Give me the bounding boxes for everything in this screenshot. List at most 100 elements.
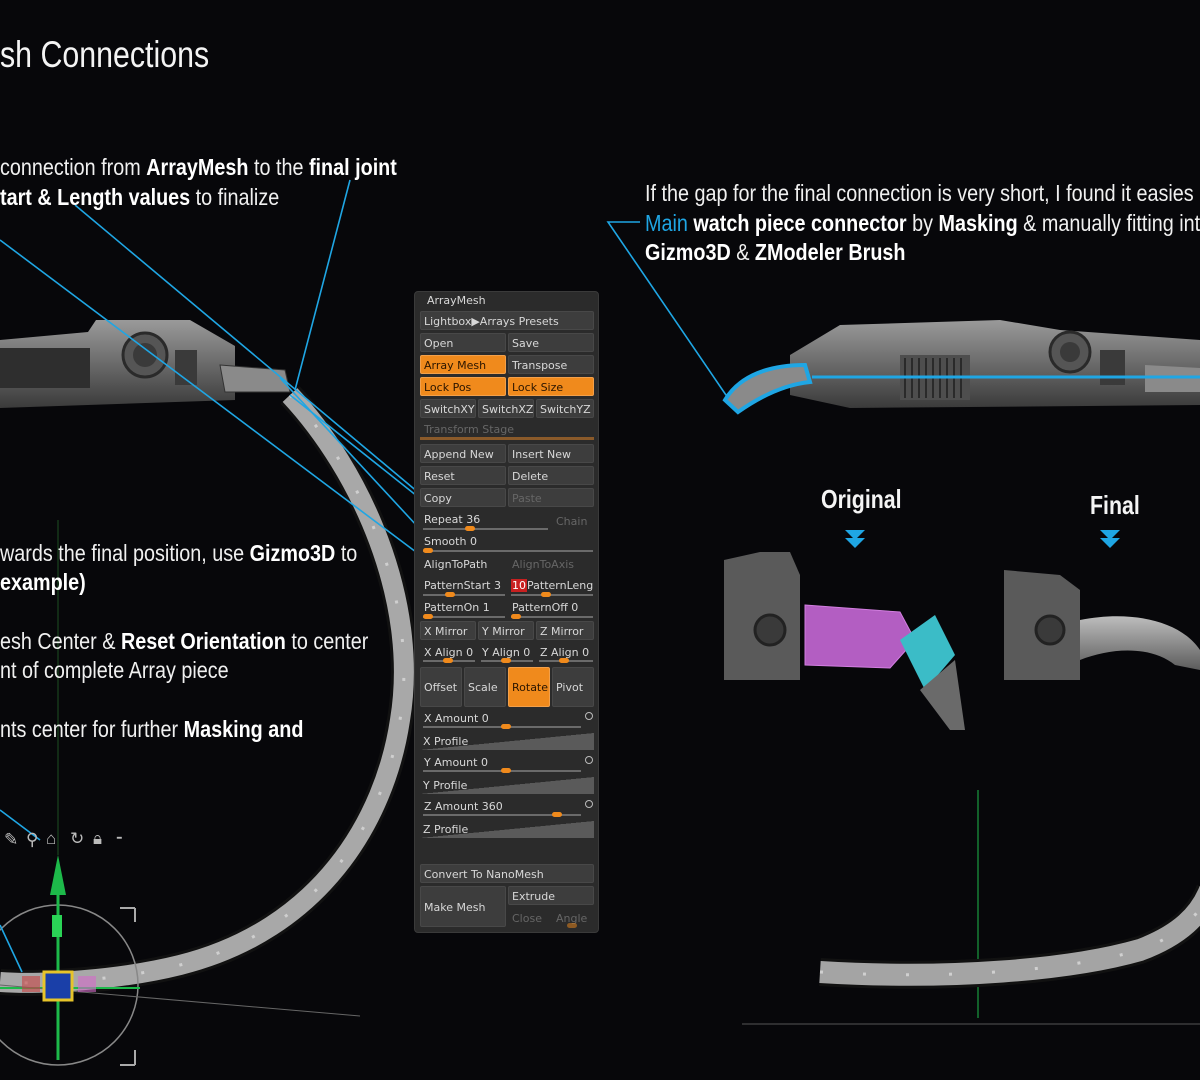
transpose-button[interactable]: Transpose (508, 355, 594, 374)
z-align-slider[interactable]: Z Align 0 (540, 646, 590, 659)
repeat-slider[interactable]: Repeat 36 (424, 513, 481, 526)
switch-xz-button[interactable]: SwitchXZ (478, 399, 534, 418)
pattern-off-knob[interactable] (511, 614, 521, 619)
insert-new-button[interactable]: Insert New (508, 444, 594, 463)
y-amount-circle-icon[interactable] (585, 756, 593, 764)
pattern-off-slider[interactable]: PatternOff 0 (512, 601, 579, 614)
lock-pos-toggle[interactable]: Lock Pos (420, 377, 506, 396)
right-leader-line (606, 221, 729, 399)
text-bold: Reset Orientation (120, 628, 286, 654)
y-align-knob[interactable] (501, 658, 511, 663)
z-align-knob[interactable] (559, 658, 569, 663)
pattern-on-track (423, 616, 505, 618)
x-amount-knob[interactable] (501, 724, 511, 729)
y-profile-curve[interactable] (420, 777, 594, 794)
lock-size-toggle[interactable]: Lock Size (508, 377, 594, 396)
paste-button[interactable]: Paste (508, 488, 594, 507)
text-highlight: Main (645, 210, 694, 236)
angle-knob[interactable] (567, 923, 577, 928)
align-to-axis-toggle[interactable]: AlignToAxis (512, 558, 574, 571)
text-bold: Masking and (183, 716, 304, 742)
text: nts center for further (0, 716, 184, 742)
offset-mode-button[interactable]: Offset (420, 667, 462, 707)
pattern-length-label: PatternLengt (527, 579, 594, 592)
z-profile-curve[interactable] (420, 821, 594, 838)
pattern-on-knob[interactable] (423, 614, 433, 619)
reset-button[interactable]: Reset (420, 466, 506, 485)
page-title: sh Connections (0, 34, 210, 75)
save-button[interactable]: Save (508, 333, 594, 352)
transform-stage-track (420, 437, 594, 440)
x-mirror-toggle[interactable]: X Mirror (420, 621, 476, 640)
annotation-line-4: example) (0, 569, 86, 596)
open-button[interactable]: Open (420, 333, 506, 352)
z-mirror-toggle[interactable]: Z Mirror (536, 621, 594, 640)
right-annotation-line-2: Main watch piece connector by Masking & … (645, 210, 1200, 237)
text-highlight: example) (0, 569, 86, 595)
repeat-knob[interactable] (465, 526, 475, 531)
pattern-start-knob[interactable] (445, 592, 455, 597)
x-amount-slider[interactable]: X Amount 0 (424, 712, 489, 725)
down-arrows (845, 530, 1120, 548)
make-mesh-button[interactable]: Make Mesh (420, 886, 506, 927)
copy-button[interactable]: Copy (420, 488, 506, 507)
repeat-track (423, 528, 548, 530)
pin-icon[interactable]: ✎ (4, 830, 19, 849)
lightbox-arrays-presets-button[interactable]: Lightbox▶Arrays Presets (420, 311, 594, 330)
switch-yz-button[interactable]: SwitchYZ (536, 399, 594, 418)
rotate-mode-button[interactable]: Rotate (508, 667, 550, 707)
align-to-path-toggle[interactable]: AlignToPath (424, 558, 488, 571)
delete-button[interactable]: Delete (508, 466, 594, 485)
gizmo3d (0, 520, 361, 1066)
smooth-slider[interactable]: Smooth 0 (424, 535, 477, 548)
panel-header[interactable]: ArrayMesh (427, 294, 486, 307)
label-final: Final (1090, 490, 1140, 520)
z-amount-circle-icon[interactable] (585, 800, 593, 808)
z-amount-slider[interactable]: Z Amount 360 (424, 800, 503, 813)
pattern-length-track (511, 594, 593, 596)
home-icon[interactable]: ⌂ (46, 829, 57, 848)
right-watch-body (722, 320, 1200, 415)
text-bold: Gizmo3D (645, 239, 731, 265)
x-align-knob[interactable] (443, 658, 453, 663)
x-align-slider[interactable]: X Align 0 (424, 646, 474, 659)
array-mesh-toggle[interactable]: Array Mesh (420, 355, 506, 374)
y-mirror-toggle[interactable]: Y Mirror (478, 621, 534, 640)
text-bold: Gizmo3D (249, 540, 336, 566)
chain-toggle[interactable]: Chain (556, 515, 588, 528)
x-amount-circle-icon[interactable] (585, 712, 593, 720)
pivot-mode-button[interactable]: Pivot (552, 667, 594, 707)
y-amount-knob[interactable] (501, 768, 511, 773)
y-align-slider[interactable]: Y Align 0 (482, 646, 531, 659)
append-new-button[interactable]: Append New (420, 444, 506, 463)
text: to center (285, 628, 369, 654)
transform-stage-slider[interactable]: Transform Stage (424, 423, 514, 436)
close-toggle[interactable]: Close (512, 912, 542, 925)
lock-icon[interactable]: 🔒︎ (93, 829, 103, 848)
z-amount-knob[interactable] (552, 812, 562, 817)
y-amount-slider[interactable]: Y Amount 0 (424, 756, 488, 769)
z-amount-track (423, 814, 581, 816)
text: & manually fitting into (1017, 210, 1200, 236)
pattern-length-slider[interactable]: 10PatternLengt (508, 575, 594, 594)
x-profile-curve[interactable] (420, 733, 594, 750)
location-icon[interactable]: ⚲ (26, 830, 39, 849)
extrude-button[interactable]: Extrude (508, 886, 594, 905)
scale-mode-button[interactable]: Scale (464, 667, 506, 707)
original-closeup (724, 552, 966, 730)
switch-xy-button[interactable]: SwitchXY (420, 399, 476, 418)
text: by (906, 210, 939, 236)
smooth-knob[interactable] (423, 548, 433, 553)
y-profile-label: Y Profile (423, 779, 468, 792)
left-watch-body (0, 320, 291, 408)
annotation-line-3: wards the final position, use Gizmo3D to (0, 540, 357, 567)
arraymesh-panel: ArrayMesh Lightbox▶Arrays Presets Open S… (414, 291, 599, 933)
angle-slider[interactable]: Angle (556, 912, 588, 925)
pattern-on-slider[interactable]: PatternOn 1 (424, 601, 490, 614)
text-highlight: tart & Length (0, 184, 124, 210)
convert-to-nanomesh-button[interactable]: Convert To NanoMesh (420, 864, 594, 883)
rotate-icon[interactable]: ↻ (70, 829, 85, 848)
minus-icon[interactable]: ⁃ (115, 829, 124, 848)
pattern-start-slider[interactable]: PatternStart 3 (424, 579, 501, 592)
pattern-length-knob[interactable] (541, 592, 551, 597)
